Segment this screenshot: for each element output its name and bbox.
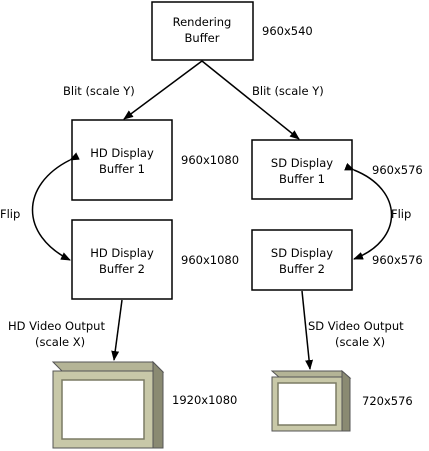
hd-buffer-1-label-line1: HD Display (90, 146, 154, 160)
sd-display-buffer-1-node: SD Display Buffer 1 (251, 139, 353, 200)
hd-buffer-2-label-line1: HD Display (90, 246, 154, 260)
sd-buffer-1-size: 960x576 (372, 163, 423, 177)
rendering-buffer-node: Rendering Buffer (151, 1, 254, 61)
hd-monitor-side (152, 360, 164, 449)
rendering-buffer-label-line2: Buffer (185, 31, 220, 45)
sd-monitor-side (341, 369, 351, 432)
blit-sd-arrow (201, 60, 300, 140)
hd-monitor-icon (51, 360, 165, 449)
flip-sd-label: Flip (391, 207, 411, 221)
hd-buffer-2-size: 960x1080 (181, 253, 239, 267)
sd-monitor-size: 720x576 (362, 394, 413, 408)
flip-hd-arc (31, 152, 80, 261)
rendering-buffer-size: 960x540 (262, 24, 313, 38)
hd-buffer-2-box (71, 219, 173, 300)
sd-buffer-1-label-line1: SD Display (271, 156, 333, 170)
sd-output-arrow (301, 290, 314, 370)
blit-hd-label: Blit (scale Y) (63, 84, 135, 98)
sd-buffer-1-box (251, 139, 353, 200)
sd-buffer-2-size: 960x576 (372, 253, 423, 267)
hd-buffer-1-box (71, 119, 173, 201)
hd-buffer-1-label-line2: Buffer 1 (99, 162, 145, 176)
hd-output-label-line2: (scale X) (35, 335, 85, 349)
rendering-buffer-box (151, 1, 254, 61)
sd-output-label-line2: (scale X) (335, 335, 385, 349)
hd-buffer-2-label-line2: Buffer 2 (99, 262, 145, 276)
blit-hd-arrow (123, 60, 203, 120)
hd-monitor-size: 1920x1080 (172, 393, 237, 407)
sd-output-label-line1: SD Video Output (308, 319, 404, 333)
rendering-buffer-label-line1: Rendering (173, 15, 232, 29)
sd-buffer-2-label-line2: Buffer 2 (279, 262, 325, 276)
hd-monitor-screen (61, 379, 145, 440)
hd-output-label-line1: HD Video Output (8, 319, 105, 333)
sd-display-buffer-2-node: SD Display Buffer 2 (251, 229, 353, 291)
sd-buffer-1-label-line2: Buffer 1 (279, 172, 325, 186)
sd-monitor-screen (277, 382, 337, 426)
hd-display-buffer-1-node: HD Display Buffer 1 (71, 119, 173, 201)
hd-display-buffer-2-node: HD Display Buffer 2 (71, 219, 173, 300)
flip-hd-label: Flip (0, 207, 20, 221)
hd-buffer-1-size: 960x1080 (181, 153, 239, 167)
sd-monitor-icon (270, 369, 352, 432)
sd-buffer-2-label-line1: SD Display (271, 246, 333, 260)
flip-sd-arc (344, 162, 393, 260)
blit-sd-label: Blit (scale Y) (252, 84, 324, 98)
sd-buffer-2-box (251, 229, 353, 291)
hd-output-arrow (111, 299, 123, 361)
